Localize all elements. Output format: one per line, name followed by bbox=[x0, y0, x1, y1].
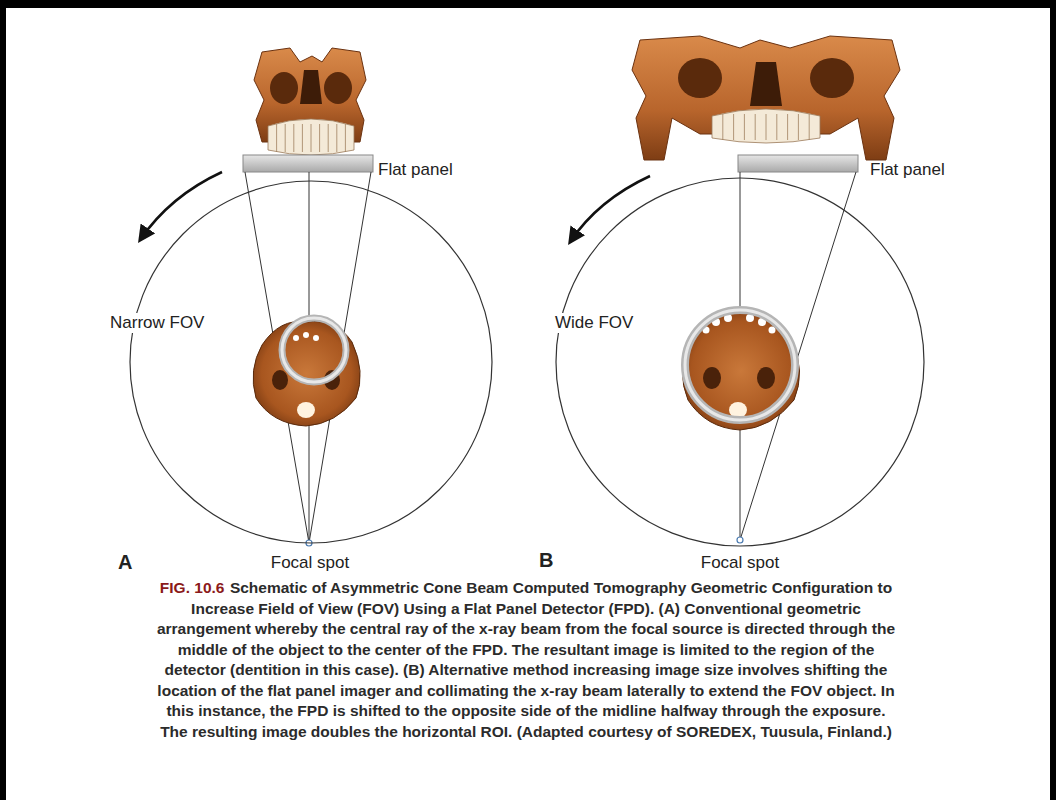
panel-label: Flat panel bbox=[378, 160, 453, 180]
panel-letter: A bbox=[118, 551, 132, 574]
caption-text: Schematic of Asymmetric Cone Beam Comput… bbox=[157, 579, 895, 740]
gantry-circle: Narrow FOV bbox=[129, 180, 493, 544]
coronal-skull bbox=[254, 48, 366, 155]
flat-panel bbox=[738, 155, 858, 172]
fov-label: Wide FOV bbox=[553, 313, 635, 333]
panel-letter: B bbox=[539, 549, 553, 572]
coronal-skull bbox=[632, 36, 900, 160]
gantry-circle: Wide FOV bbox=[555, 177, 925, 547]
rotation-arrow bbox=[140, 172, 222, 240]
gantry-outline bbox=[129, 180, 493, 544]
axial-slice bbox=[253, 318, 360, 426]
figure-caption: FIG. 10.6Schematic of Asymmetric Cone Be… bbox=[156, 578, 896, 742]
flat-panel bbox=[243, 155, 373, 172]
focal-label: Focal spot bbox=[701, 553, 779, 573]
gantry-outline bbox=[555, 177, 925, 547]
panel-label: Flat panel bbox=[870, 160, 945, 180]
figure-number: FIG. 10.6 bbox=[160, 579, 225, 596]
x-ray-beam bbox=[245, 172, 856, 543]
focal-label: Focal spot bbox=[271, 553, 349, 573]
focal-spot bbox=[737, 537, 743, 543]
axial-slice bbox=[682, 310, 799, 430]
illustration bbox=[6, 8, 1050, 800]
fov-label: Narrow FOV bbox=[108, 313, 206, 333]
